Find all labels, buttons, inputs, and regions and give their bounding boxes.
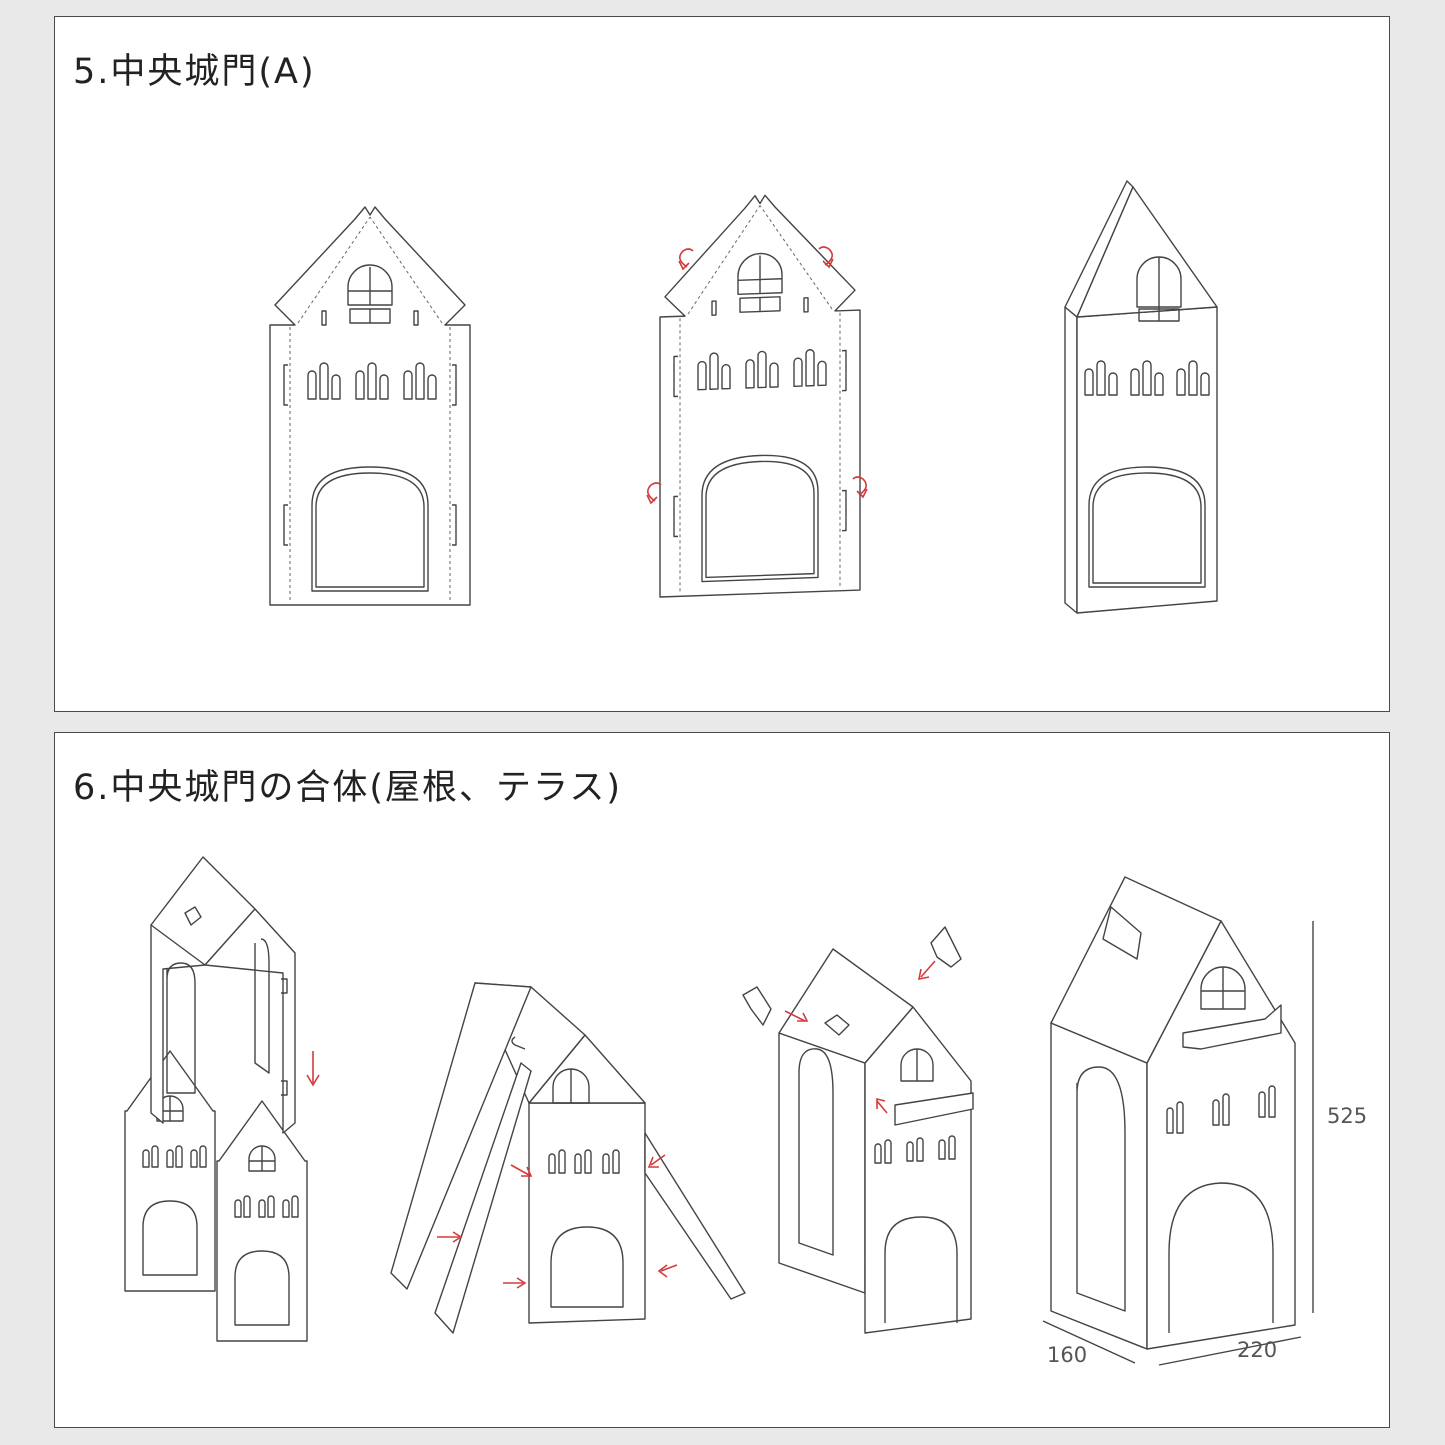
fold-arrow-icon: [646, 246, 868, 505]
width-label: 220: [1237, 1338, 1277, 1362]
depth-label: 160: [1047, 1343, 1087, 1367]
depth-dimension-line: [1042, 1320, 1136, 1364]
height-label: 525: [1327, 1104, 1367, 1128]
step-6-title: 6.中央城門の合体(屋根、テラス): [73, 768, 623, 808]
step-5-diagram: [269, 180, 1218, 614]
assembly-step-1: [124, 856, 320, 1342]
width-dimension-line: [1158, 1336, 1302, 1366]
gate-sheet-folding: [659, 191, 861, 598]
assembly-complete: [1042, 876, 1314, 1366]
step-6-panel: 6.中央城門の合体(屋根、テラス): [54, 732, 1390, 1428]
assembly-step-3: [742, 926, 974, 1334]
step-5-title: 5.中央城門(A): [73, 52, 316, 92]
step-6-diagram: 525 160 220: [124, 856, 1367, 1367]
step-5-panel: 5.中央城門(A): [54, 16, 1390, 712]
gate-folded: [1064, 180, 1218, 614]
assembly-step-2: [390, 982, 746, 1334]
gate-sheet-flat: [269, 206, 471, 606]
